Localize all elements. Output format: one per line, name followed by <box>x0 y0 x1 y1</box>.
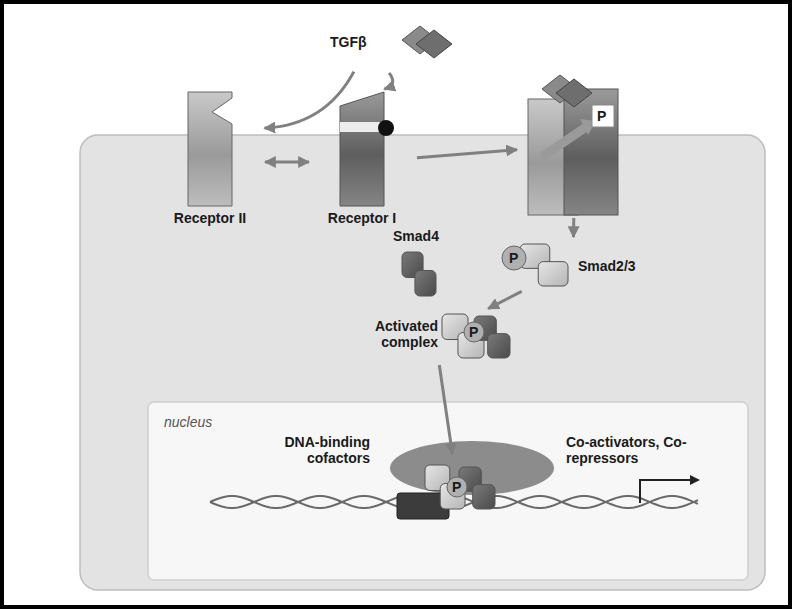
nucleus-region: nucleusP <box>148 402 748 580</box>
cell <box>80 135 765 590</box>
annotation-label: Co-activators, Co-repressors <box>566 434 696 466</box>
molecule-label: Smad2/3 <box>578 258 636 274</box>
phospho-label: P <box>452 479 461 495</box>
molecule-label: nucleus <box>164 414 212 430</box>
molecule-label: Receptor II <box>160 210 260 226</box>
molecule-node: P Smad2/3 <box>498 240 648 290</box>
coactivator-blob <box>390 441 554 495</box>
phospho-label: P <box>597 108 606 124</box>
transcription-arrowhead <box>690 475 700 485</box>
molecule-node: P <box>520 75 630 215</box>
molecule-label: Receptor I <box>312 210 412 226</box>
phospho-label: P <box>469 324 478 340</box>
signal-arrow <box>417 150 517 158</box>
molecule-node: P <box>393 457 523 527</box>
signal-arrow <box>439 365 452 454</box>
molecule-node: TGFβ <box>330 18 465 70</box>
transcription-arrow <box>640 480 690 503</box>
molecule-label: TGFβ <box>330 34 367 50</box>
molecule-shape <box>520 75 630 215</box>
signal-arrow <box>572 218 575 237</box>
molecule-label: Activated complex <box>350 318 438 350</box>
molecule-node: Receptor II <box>160 92 262 232</box>
annotation-label: DNA-binding cofactors <box>252 434 370 466</box>
phospho-label: P <box>509 250 518 266</box>
signal-arrow <box>488 291 522 308</box>
molecule-node: P Activated complex <box>350 310 520 362</box>
molecule-node: Smad4 <box>378 226 456 300</box>
molecule-node: Receptor I <box>312 92 414 232</box>
signal-arrow <box>384 73 392 89</box>
molecule-label: Smad4 <box>378 228 454 244</box>
signal-arrow <box>265 161 309 164</box>
